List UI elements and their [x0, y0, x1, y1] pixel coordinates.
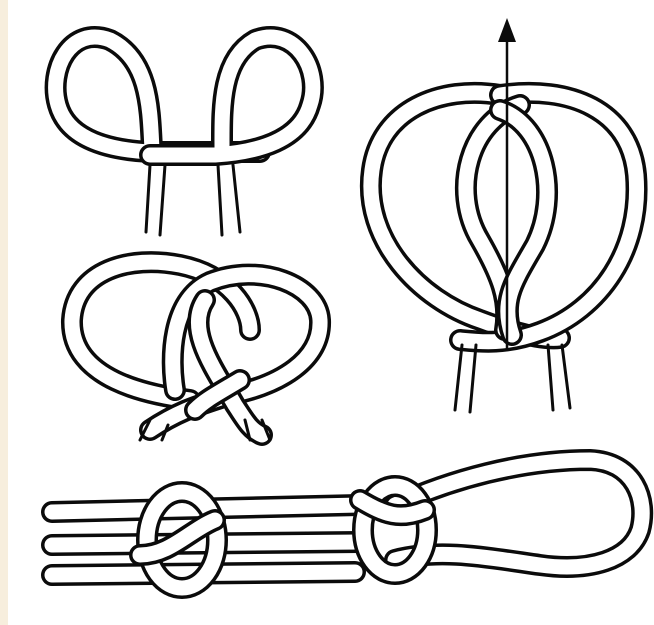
- knot-tying-diagram: [0, 0, 654, 625]
